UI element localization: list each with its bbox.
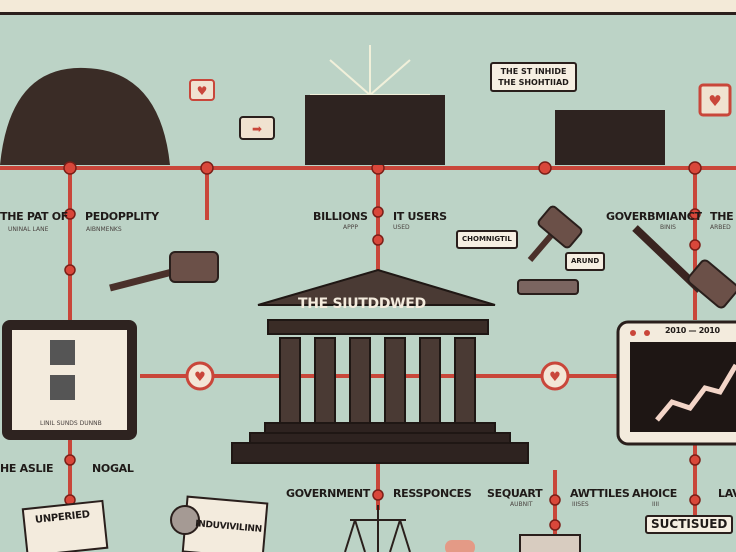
label-the: THE <box>710 210 734 223</box>
label-awttiles: AWTTILES <box>570 487 630 500</box>
tag-label: ARUND <box>565 252 606 271</box>
label-path-sub: UNINAL LANE <box>8 226 49 233</box>
label-nogal: NOGAL <box>92 462 134 475</box>
label-responses: RESSPONCES <box>393 487 472 500</box>
label-ahoice-sub: IIII <box>652 501 660 508</box>
label-awttiles-sub: IIISES <box>572 501 589 508</box>
label-sequart-sub: AUBNIT <box>510 501 533 508</box>
chart-trend-line <box>655 363 736 422</box>
heart-chat-icon <box>189 79 215 101</box>
gavel-icon-2 <box>517 205 583 295</box>
chart-title: 2010 — 2010 <box>665 326 720 335</box>
label-governance: GOVERBMIANCT <box>606 210 702 223</box>
label-path: THE PAT OF <box>0 210 68 223</box>
label-popularity: PEDOPPLITY <box>85 210 159 223</box>
label-aslie: HE ASLIE <box>0 462 54 475</box>
tablet-caption: LINIL SUNDS DUNNB <box>40 420 102 427</box>
svg-text:➡: ➡ <box>252 122 262 136</box>
label-government: GOVERNMENT <box>286 487 370 500</box>
gavel-icon <box>109 251 219 292</box>
label-the-sub: ARBED <box>710 224 731 231</box>
speech-bubble: CHOMNIGTIL <box>456 230 518 249</box>
bottom-sign: SUCTISUED <box>645 515 734 534</box>
people-group-right <box>555 110 665 165</box>
temple-title: THE SIUTDDWED <box>298 296 426 312</box>
coin <box>170 505 200 535</box>
label-billions-sub: APPP <box>343 224 358 231</box>
courthouse <box>231 268 529 464</box>
newspaper <box>21 499 109 552</box>
label-sequart: SEQUART <box>487 487 543 500</box>
top-sign: THE ST INHIDE THE SHOHTIIAD <box>490 62 577 92</box>
svg-text:♥: ♥ <box>197 84 208 98</box>
crowd-mound <box>0 67 170 165</box>
top-border <box>0 0 736 15</box>
timeline-nodes <box>63 161 702 531</box>
people-group <box>305 95 445 165</box>
clipboard <box>519 534 581 552</box>
arrow-card-icon <box>239 116 275 140</box>
label-users-sub: USED <box>393 224 410 231</box>
seal-stamp <box>445 540 475 552</box>
label-popularity-sub: AIBNMENKS <box>86 226 122 233</box>
heart-nodes: ♥ ♥ <box>185 361 570 391</box>
label-billions: BILLIONS <box>313 210 368 223</box>
scales-of-justice <box>344 505 411 552</box>
sunburst <box>310 45 430 96</box>
gavel-icon-3 <box>632 225 736 309</box>
svg-text:♥: ♥ <box>194 370 206 385</box>
label-governance-sub: BINIS <box>660 224 676 231</box>
heart-card-icon <box>698 83 732 117</box>
label-lav: LAV <box>718 487 736 500</box>
label-ahoice: AHOICE <box>632 487 677 500</box>
svg-text:♥: ♥ <box>549 370 561 385</box>
svg-text:♥: ♥ <box>708 92 721 110</box>
label-users: IT USERS <box>393 210 447 223</box>
